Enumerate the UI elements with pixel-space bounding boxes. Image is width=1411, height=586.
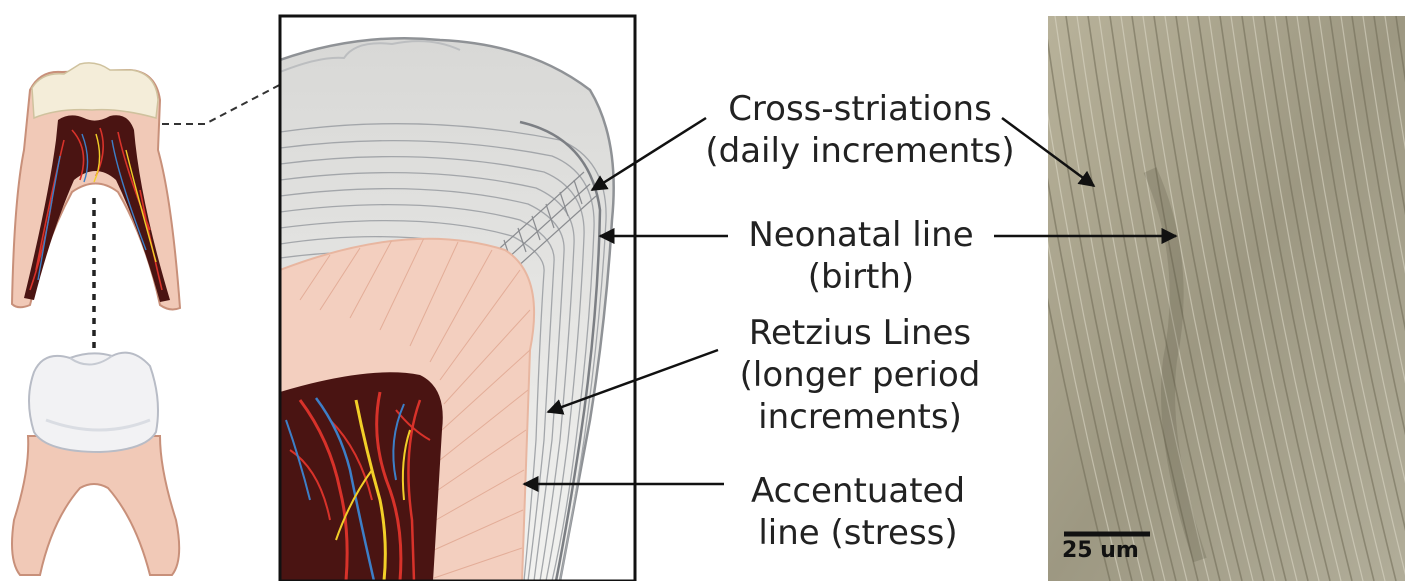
label-retzius-lines: Retzius Lines (longer period increments) — [722, 312, 998, 438]
scale-bar-label: 25 um — [1062, 538, 1139, 563]
label-cross-striations-line1: Cross-striations — [700, 88, 1020, 130]
label-retzius-line2: (longer period — [722, 354, 998, 396]
label-neonatal-line2: (birth) — [738, 256, 984, 298]
enamel-micrograph — [1000, 16, 1411, 581]
label-cross-striations-line2: (daily increments) — [700, 130, 1020, 172]
label-cross-striations: Cross-striations (daily increments) — [700, 88, 1020, 172]
enamel-section-illustration — [280, 16, 635, 581]
label-accentuated-line2: line (stress) — [728, 512, 988, 554]
molar-cross-section-icon — [12, 63, 180, 310]
prism-streak — [1407, 16, 1411, 581]
label-accentuated-line1: Accentuated — [728, 470, 988, 512]
label-neonatal-line1: Neonatal line — [738, 214, 984, 256]
whole-tooth-icon — [12, 353, 179, 575]
label-accentuated-line: Accentuated line (stress) — [728, 470, 988, 554]
label-retzius-line1: Retzius Lines — [722, 312, 998, 354]
label-neonatal-line: Neonatal line (birth) — [738, 214, 984, 298]
label-retzius-line3: increments) — [722, 396, 998, 438]
